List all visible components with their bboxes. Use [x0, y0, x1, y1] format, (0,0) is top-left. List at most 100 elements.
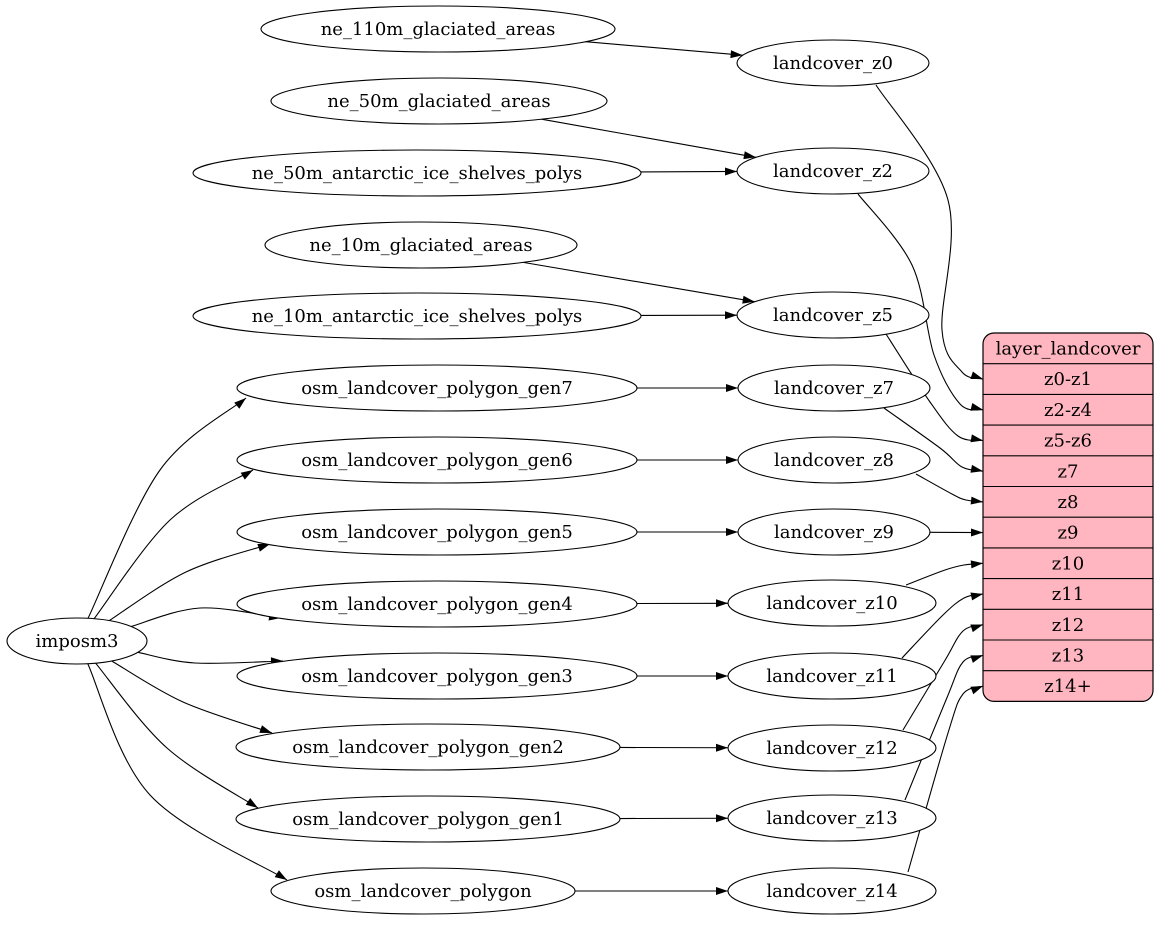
- arrowhead-icon: [970, 465, 983, 473]
- arrowhead-icon: [971, 560, 983, 568]
- edge-line: [542, 119, 756, 157]
- node-imposm3: imposm3: [7, 618, 147, 664]
- table-row-z13: z13: [1052, 645, 1084, 666]
- node-ne_10m_glaciated_areas: ne_10m_glaciated_areas: [265, 222, 577, 268]
- node-landcover_z14: landcover_z14: [728, 868, 936, 914]
- node-label-osm_landcover_polygon: osm_landcover_polygon: [314, 881, 532, 902]
- node-landcover_z8: landcover_z8: [738, 437, 930, 483]
- edge-line: [94, 470, 253, 619]
- edge-osm_landcover_polygon_gen6-to-landcover_z8: [637, 456, 738, 464]
- node-label-landcover_z12: landcover_z12: [766, 738, 897, 759]
- node-landcover_z11: landcover_z11: [728, 653, 936, 699]
- table-layer_landcover: layer_landcoverz0-z1z2-z4z5-z6z7z8z9z10z…: [983, 333, 1153, 701]
- arrowhead-icon: [716, 599, 728, 607]
- edge-landcover_z14-to-layer_landcover-row-z14+: [908, 686, 983, 872]
- edge-landcover_z10-to-layer_landcover-row-z10: [906, 560, 983, 585]
- node-ne_50m_glaciated_areas: ne_50m_glaciated_areas: [271, 78, 607, 124]
- node-label-landcover_z10: landcover_z10: [766, 593, 897, 614]
- node-label-osm_landcover_polygon_gen3: osm_landcover_polygon_gen3: [301, 666, 573, 687]
- edge-line: [586, 42, 743, 56]
- node-ne_110m_glaciated_areas: ne_110m_glaciated_areas: [261, 6, 615, 52]
- node-landcover_z10: landcover_z10: [728, 580, 936, 626]
- arrowhead-icon: [259, 725, 272, 733]
- node-landcover_z2: landcover_z2: [737, 148, 929, 194]
- node-label-osm_landcover_polygon_gen6: osm_landcover_polygon_gen6: [301, 450, 573, 471]
- table-row-z10: z10: [1052, 553, 1084, 574]
- edge-imposm3-to-osm_landcover_polygon_gen3: [138, 652, 283, 665]
- arrowhead-icon: [726, 528, 738, 536]
- arrowhead-icon: [257, 544, 270, 552]
- nodes-layer: imposm3 ne_110m_glaciated_areas ne_50m_gla…: [7, 6, 936, 914]
- node-osm_landcover_polygon_gen5: osm_landcover_polygon_gen5: [237, 509, 637, 555]
- edge-imposm3-to-osm_landcover_polygon: [88, 664, 287, 880]
- edge-line: [96, 663, 258, 808]
- edge-imposm3-to-osm_landcover_polygon_gen7: [88, 398, 246, 618]
- arrowhead-icon: [970, 655, 983, 663]
- edge-line: [138, 652, 283, 663]
- node-label-imposm3: imposm3: [36, 631, 119, 652]
- edge-line: [523, 262, 754, 301]
- node-label-ne_110m_glaciated_areas: ne_110m_glaciated_areas: [321, 19, 556, 40]
- node-osm_landcover_polygon_gen1: osm_landcover_polygon_gen1: [236, 796, 620, 842]
- node-osm_landcover_polygon_gen2: osm_landcover_polygon_gen2: [236, 724, 620, 770]
- node-landcover_z12: landcover_z12: [728, 725, 936, 771]
- edge-imposm3-to-osm_landcover_polygon_gen6: [94, 470, 253, 619]
- node-label-ne_50m_antarctic_ice_shelves_polys: ne_50m_antarctic_ice_shelves_polys: [252, 163, 583, 184]
- node-label-osm_landcover_polygon_gen5: osm_landcover_polygon_gen5: [301, 522, 573, 543]
- table-row-z14+: z14+: [1044, 676, 1091, 697]
- edge-osm_landcover_polygon_gen1-to-landcover_z13: [620, 814, 728, 822]
- arrowhead-icon: [246, 798, 258, 808]
- edge-osm_landcover_polygon_gen2-to-landcover_z12: [620, 744, 728, 752]
- arrowhead-icon: [726, 384, 738, 392]
- node-ne_50m_antarctic_ice_shelves_polys: ne_50m_antarctic_ice_shelves_polys: [193, 150, 641, 196]
- arrowhead-icon: [716, 744, 728, 752]
- table-row-z0-z1: z0-z1: [1044, 369, 1092, 390]
- node-label-landcover_z0: landcover_z0: [773, 53, 893, 74]
- node-label-landcover_z7: landcover_z7: [774, 378, 894, 399]
- table-header: layer_landcover: [996, 338, 1141, 359]
- edge-ne_10m_glaciated_areas-to-landcover_z5: [523, 262, 754, 303]
- node-label-ne_50m_glaciated_areas: ne_50m_glaciated_areas: [327, 91, 550, 112]
- edge-line: [908, 686, 983, 872]
- table-row-z11: z11: [1052, 584, 1084, 605]
- edge-osm_landcover_polygon_gen5-to-landcover_z9: [637, 528, 738, 536]
- node-osm_landcover_polygon_gen4: osm_landcover_polygon_gen4: [237, 581, 637, 627]
- node-landcover_z9: landcover_z9: [738, 509, 930, 555]
- edge-landcover_z9-to-layer_landcover-row-z9: [930, 529, 983, 537]
- arrowhead-icon: [716, 672, 728, 680]
- node-osm_landcover_polygon: osm_landcover_polygon: [271, 868, 575, 914]
- node-label-landcover_z11: landcover_z11: [766, 666, 897, 687]
- edge-ne_50m_antarctic_ice_shelves_polys-to-landcover_z2: [641, 168, 737, 176]
- edge-line: [88, 664, 287, 880]
- node-landcover_z5: landcover_z5: [737, 292, 929, 338]
- node-label-landcover_z9: landcover_z9: [774, 522, 894, 543]
- node-label-landcover_z8: landcover_z8: [774, 450, 894, 471]
- arrowhead-icon: [726, 456, 738, 464]
- table-row-z12: z12: [1052, 615, 1084, 636]
- edge-line: [88, 398, 246, 618]
- node-label-osm_landcover_polygon_gen4: osm_landcover_polygon_gen4: [301, 594, 573, 615]
- node-label-landcover_z13: landcover_z13: [766, 808, 897, 829]
- arrowhead-icon: [716, 887, 728, 895]
- arrowhead-icon: [970, 686, 983, 694]
- table-row-z9: z9: [1058, 523, 1079, 544]
- node-landcover_z0: landcover_z0: [737, 40, 929, 86]
- arrowhead-icon: [725, 311, 737, 319]
- edge-landcover_z8-to-layer_landcover-row-z8: [916, 474, 983, 505]
- node-label-landcover_z5: landcover_z5: [773, 305, 893, 326]
- arrowhead-icon: [970, 434, 983, 442]
- node-label-osm_landcover_polygon_gen7: osm_landcover_polygon_gen7: [301, 378, 573, 399]
- arrowhead-icon: [234, 398, 246, 409]
- edge-osm_landcover_polygon_gen7-to-landcover_z7: [637, 384, 738, 392]
- node-landcover_z7: landcover_z7: [738, 365, 930, 411]
- edge-osm_landcover_polygon_gen3-to-landcover_z11: [637, 672, 728, 680]
- edge-ne_110m_glaciated_areas-to-landcover_z0: [586, 42, 743, 58]
- node-landcover_z13: landcover_z13: [728, 795, 936, 841]
- arrowhead-icon: [241, 470, 253, 480]
- node-label-landcover_z14: landcover_z14: [766, 881, 897, 902]
- node-ne_10m_antarctic_ice_shelves_polys: ne_10m_antarctic_ice_shelves_polys: [193, 293, 641, 339]
- node-label-ne_10m_antarctic_ice_shelves_polys: ne_10m_antarctic_ice_shelves_polys: [252, 306, 583, 327]
- arrowhead-icon: [970, 624, 983, 632]
- node-label-osm_landcover_polygon_gen1: osm_landcover_polygon_gen1: [292, 809, 564, 830]
